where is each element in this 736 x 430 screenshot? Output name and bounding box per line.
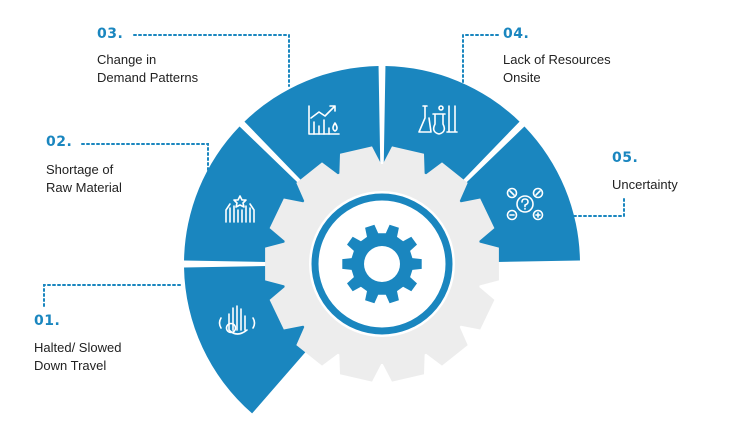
segment-icons: [218, 105, 544, 335]
corner-circle-3: [506, 209, 518, 221]
raised-hands-icon: [225, 195, 255, 223]
label-05-line-1: Uncertainty: [612, 177, 678, 192]
growth-arrow: [310, 105, 336, 119]
label-04-number: 04.: [503, 26, 530, 42]
question-circle: [516, 195, 534, 213]
label-02-text: Shortage of Raw Material: [46, 161, 122, 197]
corner-circle-1: [506, 187, 518, 199]
hand-shape: [228, 305, 248, 335]
label-03-text: Change in Demand Patterns: [97, 51, 198, 87]
right-hand: [241, 203, 255, 223]
center-gear-group: [309, 191, 455, 337]
bubble-shape: [438, 105, 444, 111]
label-02: 02. Shortage of Raw Material: [46, 134, 122, 197]
label-01-line-2: Down Travel: [34, 358, 107, 373]
label-03: 03. Change in Demand Patterns: [97, 26, 198, 87]
label-03-number: 03.: [97, 26, 124, 42]
star-shape: [233, 195, 247, 208]
question-mark: [521, 198, 529, 210]
label-02-line-2: Raw Material: [46, 180, 122, 195]
hand-virus-icon: [218, 305, 256, 335]
virus-shape: [225, 322, 237, 334]
label-04-text: Lack of Resources Onsite: [503, 51, 611, 87]
label-01-number: 01.: [34, 313, 61, 329]
label-05-text: Uncertainty: [612, 176, 678, 194]
corner-circle-2: [532, 187, 544, 199]
label-01: 01. Halted/ Slowed Down Travel: [34, 313, 121, 375]
connector-4: [462, 34, 499, 85]
test-tube: [446, 105, 458, 133]
label-02-number: 02.: [46, 134, 73, 150]
flask-left: [418, 105, 432, 133]
gear-icon: [342, 224, 422, 304]
label-04-line-1: Lack of Resources: [503, 52, 611, 67]
connectors: [43, 34, 625, 307]
chart-bars: [313, 119, 330, 135]
label-01-text: Halted/ Slowed Down Travel: [34, 339, 121, 375]
label-03-line-2: Demand Patterns: [97, 70, 199, 85]
left-hand: [225, 203, 239, 223]
label-04-line-2: Onsite: [503, 70, 541, 85]
lab-flasks-icon: [418, 105, 458, 135]
label-02-line-1: Shortage of: [46, 162, 114, 177]
label-05-number: 05.: [612, 150, 639, 166]
drop-shape: [332, 122, 338, 132]
chart-growth-icon: [308, 105, 340, 135]
flask-middle: [432, 113, 446, 135]
connector-1: [43, 284, 184, 307]
connector-5: [565, 198, 625, 217]
label-04: 04. Lack of Resources Onsite: [503, 26, 611, 87]
label-05: 05. Uncertainty: [612, 150, 678, 194]
corner-symbols: [509, 190, 541, 218]
corner-circle-4: [532, 209, 544, 221]
question-arrows-icon: [506, 187, 544, 221]
center-gear-hole: [364, 246, 400, 282]
motion-lines: [218, 317, 256, 329]
center-ring: [311, 193, 453, 335]
connector-3: [133, 34, 290, 87]
label-03-line-1: Change in: [97, 52, 157, 67]
label-01-line-1: Halted/ Slowed: [34, 340, 122, 355]
connector-2: [81, 143, 209, 177]
